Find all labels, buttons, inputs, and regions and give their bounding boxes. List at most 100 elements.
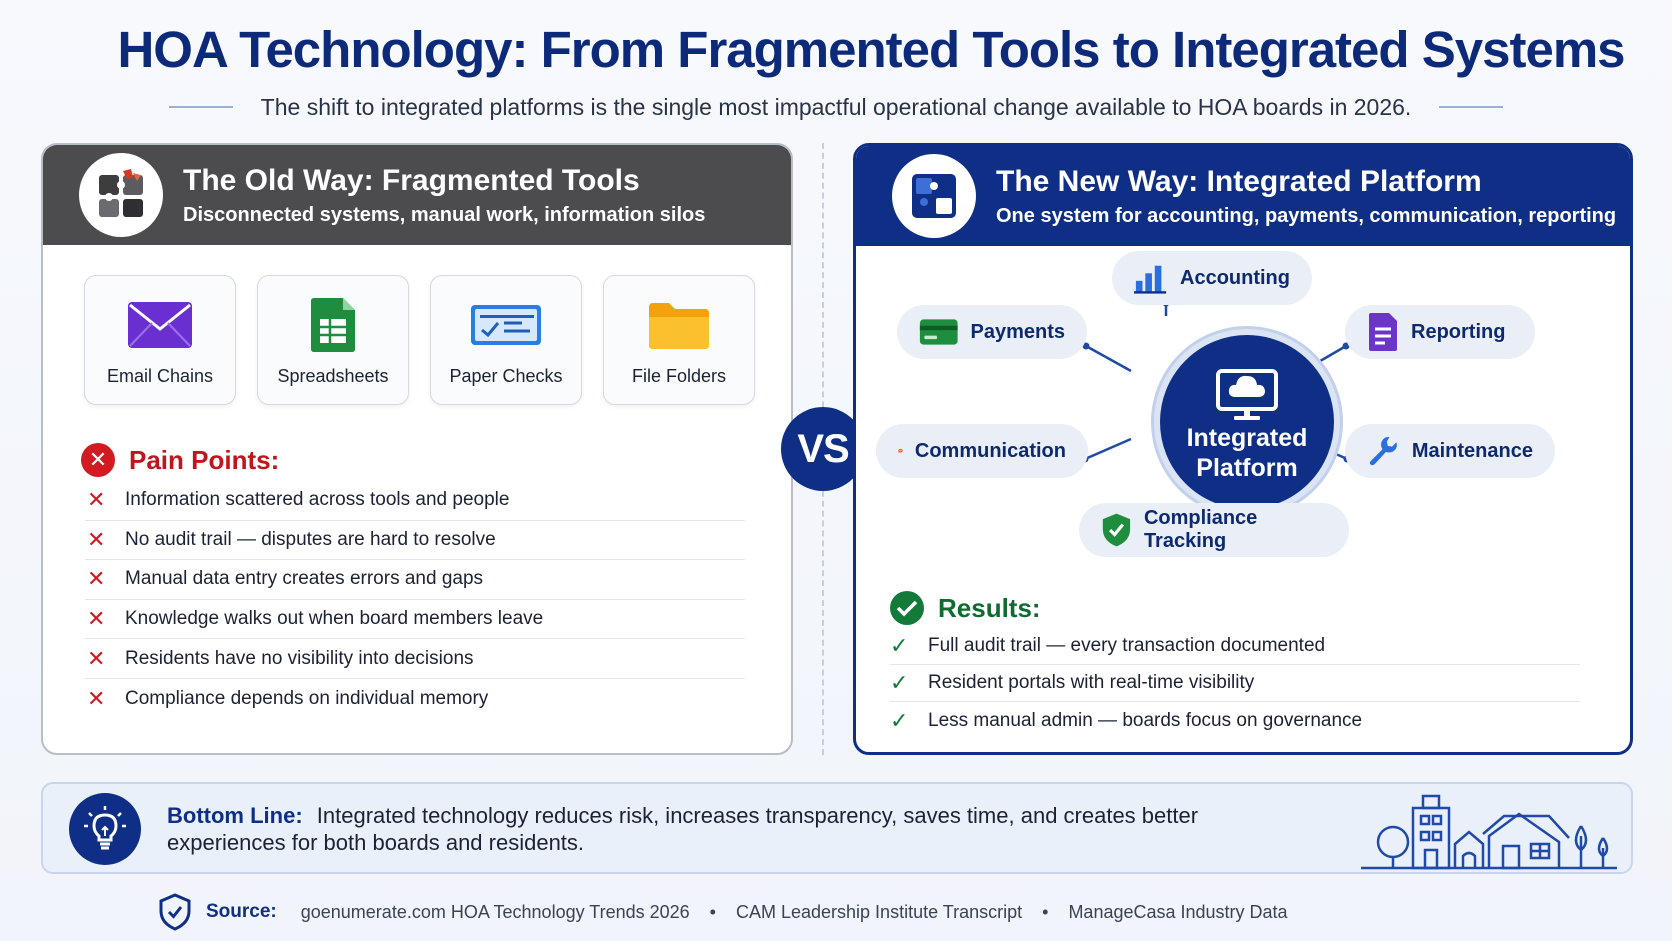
source-item: ManageCasa Industry Data [1068,901,1288,922]
check-icon: ✓ [890,670,909,695]
pain-point-text: Knowledge walks out when board members l… [125,608,544,630]
tool-card-paper-checks: Paper Checks [430,275,582,405]
module-label: Maintenance [1411,439,1533,462]
list-item: ✓ Resident portals with real-time visibil… [890,665,1580,702]
list-item: ✕ No audit trail — disputes are hard to r… [85,521,745,561]
x-icon: ✕ [87,645,106,671]
tool-label: Email Chains [106,365,214,386]
pain-point-text: Compliance depends on individual memory [125,687,489,709]
list-item: ✕ Residents have no visibility into decis… [85,639,745,679]
envelope-icon [127,294,193,356]
results-title: Results: [938,592,1041,623]
tool-label: Paper Checks [449,365,563,386]
tool-card-email: Email Chains [84,275,236,405]
puzzle-broken-icon [79,153,163,237]
check-icon: ✓ [890,633,909,658]
tool-label: File Folders [631,365,727,386]
old-way-header: The Old Way: Fragmented Tools Disconnect… [43,145,791,245]
pain-point-text: Information scattered across tools and p… [125,489,510,511]
x-icon: ✕ [87,685,106,711]
source-label: Source: [206,901,277,922]
x-circle-icon: ✕ [81,443,115,477]
separator-dot: • [709,901,716,922]
chat-bubble-icon [898,448,903,454]
result-text: Less manual admin — boards focus on gove… [928,709,1363,731]
result-text: Full audit trail — every transaction doc… [928,635,1326,656]
module-payments: Payments [897,305,1087,359]
old-way-subtitle: Disconnected systems, manual work, infor… [183,203,706,226]
subtitle-rule-left [168,106,233,108]
pain-point-text: Manual data entry creates errors and gap… [125,568,484,590]
list-item: ✕ Compliance depends on individual memory [85,679,745,719]
tool-label: Spreadsheets [277,365,389,386]
source-item: CAM Leadership Institute Transcript [735,901,1023,922]
subtitle-rule-right [1439,106,1504,108]
bottom-line-text: Bottom Line: Integrated technology reduc… [167,802,1317,856]
hub-label-line1: Integrated [1186,424,1308,452]
document-report-icon [1369,313,1397,351]
pain-points-list: ✕ Information scattered across tools and … [85,481,745,719]
bottom-line-body: Integrated technology reduces risk, incr… [167,803,1199,855]
results-heading: Results: [890,591,1041,625]
source-line: Source: goenumerate.com HOA Technology T… [158,893,1288,931]
hub-label-line2: Platform [1196,454,1298,482]
pain-points-title: Pain Points: [129,444,280,475]
pain-points-heading: ✕ Pain Points: [81,443,279,477]
new-way-header: The New Way: Integrated Platform One sys… [856,146,1630,246]
x-icon: ✕ [87,566,106,592]
check-paper-icon [470,294,542,356]
tool-card-file-folders: File Folders [603,275,755,405]
spreadsheet-icon [309,294,357,356]
lightbulb-icon [69,793,141,865]
list-item: ✓ Full audit trail — every transaction do… [890,628,1580,665]
module-label: Payments [970,320,1066,343]
wrench-icon [1369,437,1397,466]
source-item: goenumerate.com HOA Technology Trends 20… [300,901,690,922]
bar-chart-icon [1134,265,1167,294]
list-item: ✕ Information scattered across tools and … [85,481,745,521]
page-title: HOA Technology: From Fragmented Tools to… [117,21,1625,78]
module-label: Compliance Tracking [1143,507,1258,552]
new-way-subtitle: One system for accounting, payments, com… [996,204,1617,227]
list-item: ✕ Manual data entry creates errors and ga… [85,560,745,600]
new-way-title: The New Way: Integrated Platform [996,164,1482,198]
vs-badge: VS [781,407,865,491]
list-item: ✓ Less manual admin — boards focus on gov… [890,702,1580,739]
pain-point-text: Residents have no visibility into decisi… [125,647,474,669]
x-icon: ✕ [87,526,106,552]
result-text: Resident portals with real-time visibili… [928,672,1255,693]
check-circle-icon [890,591,924,625]
x-icon: ✕ [87,487,106,513]
list-item: ✕ Knowledge walks out when board members … [85,600,745,640]
shield-check-icon [159,893,191,931]
module-communication: Communication [876,424,1088,478]
folder-icon [647,294,711,356]
new-way-panel: The New Way: Integrated Platform One sys… [853,143,1633,755]
integrated-platform-hub: Integrated Platform [1154,329,1340,515]
old-way-panel: The Old Way: Fragmented Tools Disconnect… [41,143,793,755]
shield-check-icon [1102,513,1131,547]
puzzle-complete-icon [892,154,976,238]
credit-card-icon [919,319,958,345]
module-accounting: Accounting [1112,251,1312,305]
module-maintenance: Maintenance [1345,424,1555,478]
tool-cards: Email Chains Spreadsheets [84,275,755,405]
x-icon: ✕ [87,606,106,632]
pain-point-text: No audit trail — disputes are hard to re… [125,528,496,550]
results-list: ✓ Full audit trail — every transaction do… [890,628,1580,739]
cloud-monitor-icon [1216,369,1278,420]
check-icon: ✓ [890,707,909,733]
module-label: Accounting [1180,266,1290,289]
module-label: Reporting [1411,320,1506,343]
subtitle-row: The shift to integrated platforms is the… [0,90,1672,124]
page-subtitle: The shift to integrated platforms is the… [260,93,1412,120]
old-way-title: The Old Way: Fragmented Tools [183,163,640,197]
bottom-line-banner: Bottom Line: Integrated technology reduc… [41,782,1633,874]
neighborhood-illustration-icon [1361,794,1617,870]
module-reporting: Reporting [1345,305,1535,359]
module-label: Communication [914,439,1066,462]
separator-dot: • [1042,901,1049,922]
module-compliance-tracking: Compliance Tracking [1079,503,1349,557]
tool-card-spreadsheets: Spreadsheets [257,275,409,405]
bottom-line-lead: Bottom Line: [167,803,303,828]
